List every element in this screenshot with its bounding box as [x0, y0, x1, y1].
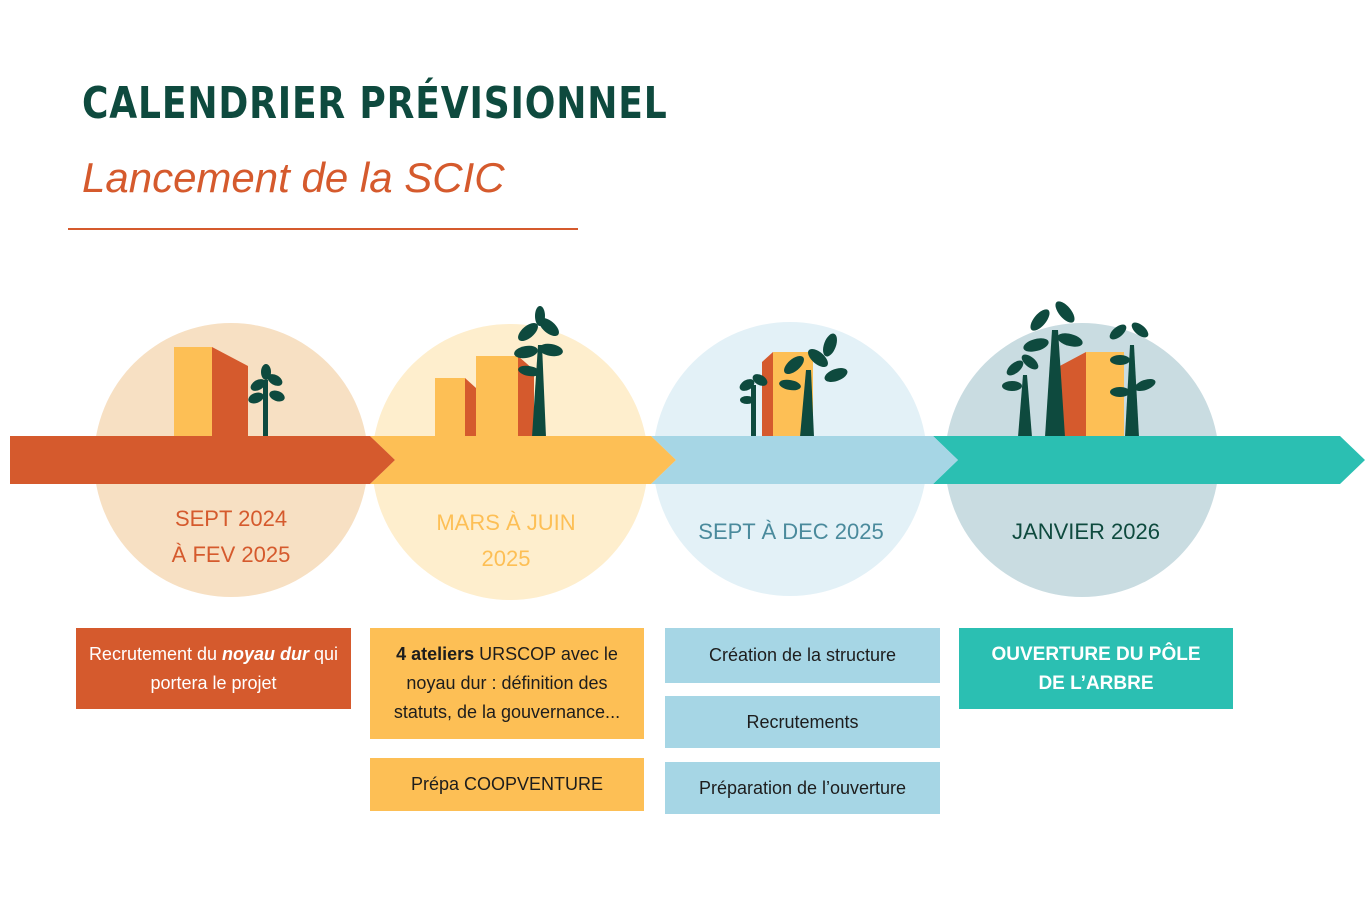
phase-3-date: SEPT À DEC 2025 — [698, 519, 884, 544]
phase-1-tree-icon — [248, 364, 285, 437]
phase-2-building-icon — [435, 356, 534, 437]
arrow-segment-orange — [10, 436, 395, 484]
phase-2-task-box-workshops: 4 ateliers URSCOP avec le noyau dur : dé… — [370, 628, 644, 739]
phase-4-task-box-opening: OUVERTURE DU PÔLE DE L’ARBRE — [959, 628, 1233, 709]
title-divider — [68, 228, 578, 230]
arrow-segment-teal — [933, 436, 1365, 484]
phase-3-task-box-recruitment: Recrutements — [665, 696, 940, 748]
phase-1-task-box: Recrutement du noyau dur qui portera le … — [76, 628, 351, 709]
phase-3-task-box-opening-prep: Préparation de l’ouverture — [665, 762, 940, 814]
phase-4-date: JANVIER 2026 — [1012, 519, 1160, 544]
phase-1-date: SEPT 2024 À FEV 2025 — [171, 506, 291, 567]
page-title: CALENDRIER PRÉVISIONNEL — [82, 78, 668, 129]
phase-3-task-box-structure: Création de la structure — [665, 628, 940, 683]
arrow-segment-yellow — [370, 436, 676, 484]
arrow-segment-blue — [651, 436, 958, 484]
phase-4-tree-icon — [1002, 301, 1156, 437]
phase-2-task-box-coopventure: Prépa COOPVENTURE — [370, 758, 644, 811]
phase-2-date: MARS À JUIN 2025 — [436, 510, 576, 571]
phase-3-tree-icon — [739, 333, 848, 437]
phase-2-tree-icon — [514, 306, 563, 437]
page-subtitle: Lancement de la SCIC — [82, 154, 505, 201]
phase-1-building-icon — [174, 347, 248, 437]
